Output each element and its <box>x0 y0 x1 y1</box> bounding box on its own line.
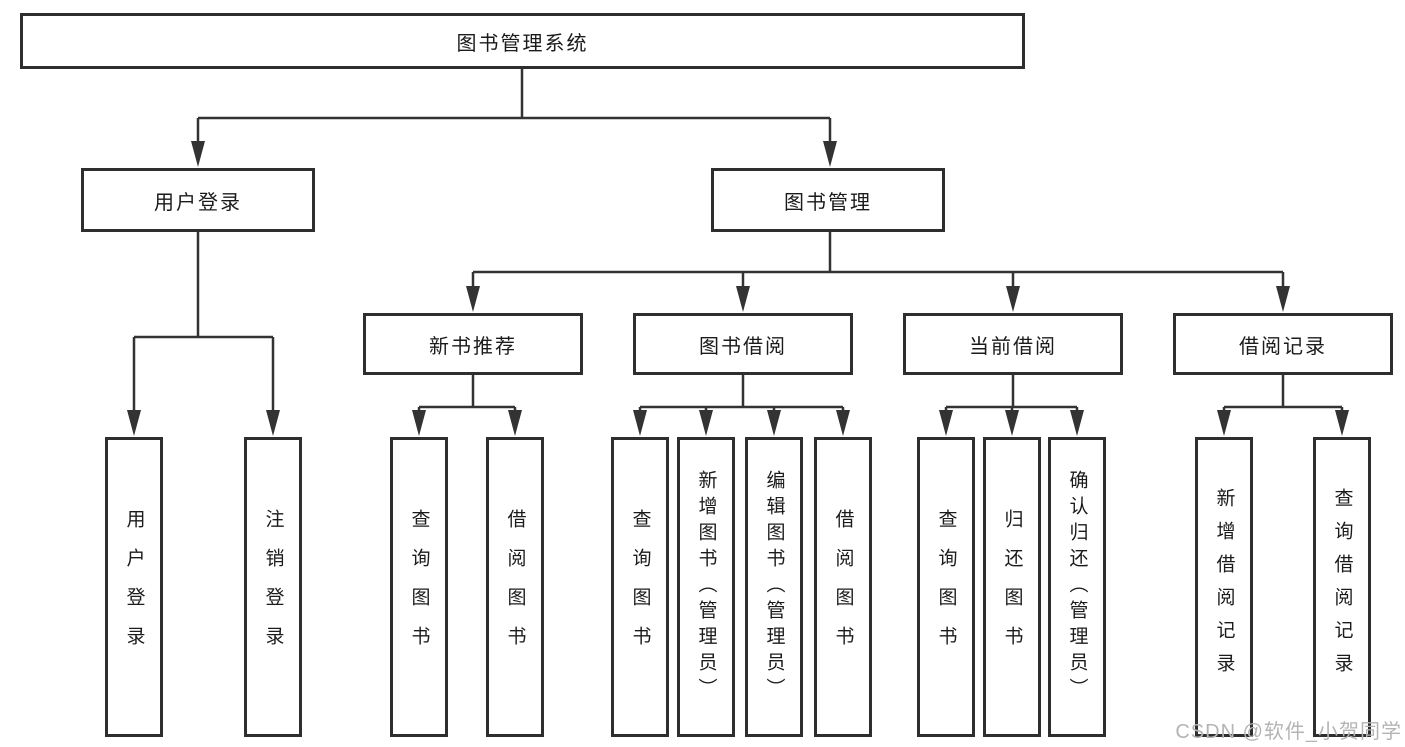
node-new-book-recommend: 新书推荐 <box>363 313 583 375</box>
leaf-edit-book-admin: 编辑图书（管理员） <box>745 437 803 737</box>
node-book-borrow: 图书借阅 <box>633 313 853 375</box>
leaf-query-books-current: 查询图书 <box>917 437 975 737</box>
node-root: 图书管理系统 <box>20 13 1025 69</box>
leaf-query-books-recommend: 查询图书 <box>390 437 448 737</box>
arrowheads <box>127 141 1349 436</box>
leaf-edit-book-admin-label: 编辑图书（管理员） <box>763 470 785 704</box>
node-current-borrow: 当前借阅 <box>903 313 1123 375</box>
node-borrow-record-label: 借阅记录 <box>1239 335 1327 358</box>
leaf-add-borrow-record: 新增借阅记录 <box>1195 437 1253 737</box>
leaf-add-book-admin-label: 新增图书（管理员） <box>695 470 717 704</box>
leaf-user-login-label: 用户登录 <box>123 509 145 665</box>
leaf-query-books-recommend-label: 查询图书 <box>408 509 430 665</box>
node-borrow-record: 借阅记录 <box>1173 313 1393 375</box>
node-new-book-recommend-label: 新书推荐 <box>429 335 517 358</box>
leaf-borrow-books-recommend-label: 借阅图书 <box>504 509 526 665</box>
node-book-borrow-label: 图书借阅 <box>699 335 787 358</box>
leaf-add-borrow-record-label: 新增借阅记录 <box>1213 488 1235 686</box>
leaf-return-book-label: 归还图书 <box>1001 509 1023 665</box>
leaf-confirm-return-admin: 确认归还（管理员） <box>1048 437 1106 737</box>
leaf-logout-label: 注销登录 <box>262 509 284 665</box>
leaf-user-login: 用户登录 <box>105 437 163 737</box>
leaf-query-books-borrow: 查询图书 <box>611 437 669 737</box>
leaf-borrow-books-recommend: 借阅图书 <box>486 437 544 737</box>
node-current-borrow-label: 当前借阅 <box>969 335 1057 358</box>
leaf-logout: 注销登录 <box>244 437 302 737</box>
leaf-query-books-current-label: 查询图书 <box>935 509 957 665</box>
leaf-confirm-return-admin-label: 确认归还（管理员） <box>1066 470 1088 704</box>
node-book-management-label: 图书管理 <box>784 191 872 214</box>
node-user-login-label: 用户登录 <box>154 191 242 214</box>
leaf-borrow-books: 借阅图书 <box>814 437 872 737</box>
leaf-query-borrow-record-label: 查询借阅记录 <box>1331 488 1353 686</box>
node-user-login: 用户登录 <box>81 168 315 232</box>
node-root-label: 图书管理系统 <box>456 32 589 55</box>
csdn-watermark: CSDN @软件_小贺同学 <box>1175 721 1402 743</box>
node-book-management: 图书管理 <box>711 168 945 232</box>
leaf-query-books-borrow-label: 查询图书 <box>629 509 651 665</box>
leaf-add-book-admin: 新增图书（管理员） <box>677 437 735 737</box>
leaf-query-borrow-record: 查询借阅记录 <box>1313 437 1371 737</box>
leaf-return-book: 归还图书 <box>983 437 1041 737</box>
leaf-borrow-books-label: 借阅图书 <box>832 509 854 665</box>
